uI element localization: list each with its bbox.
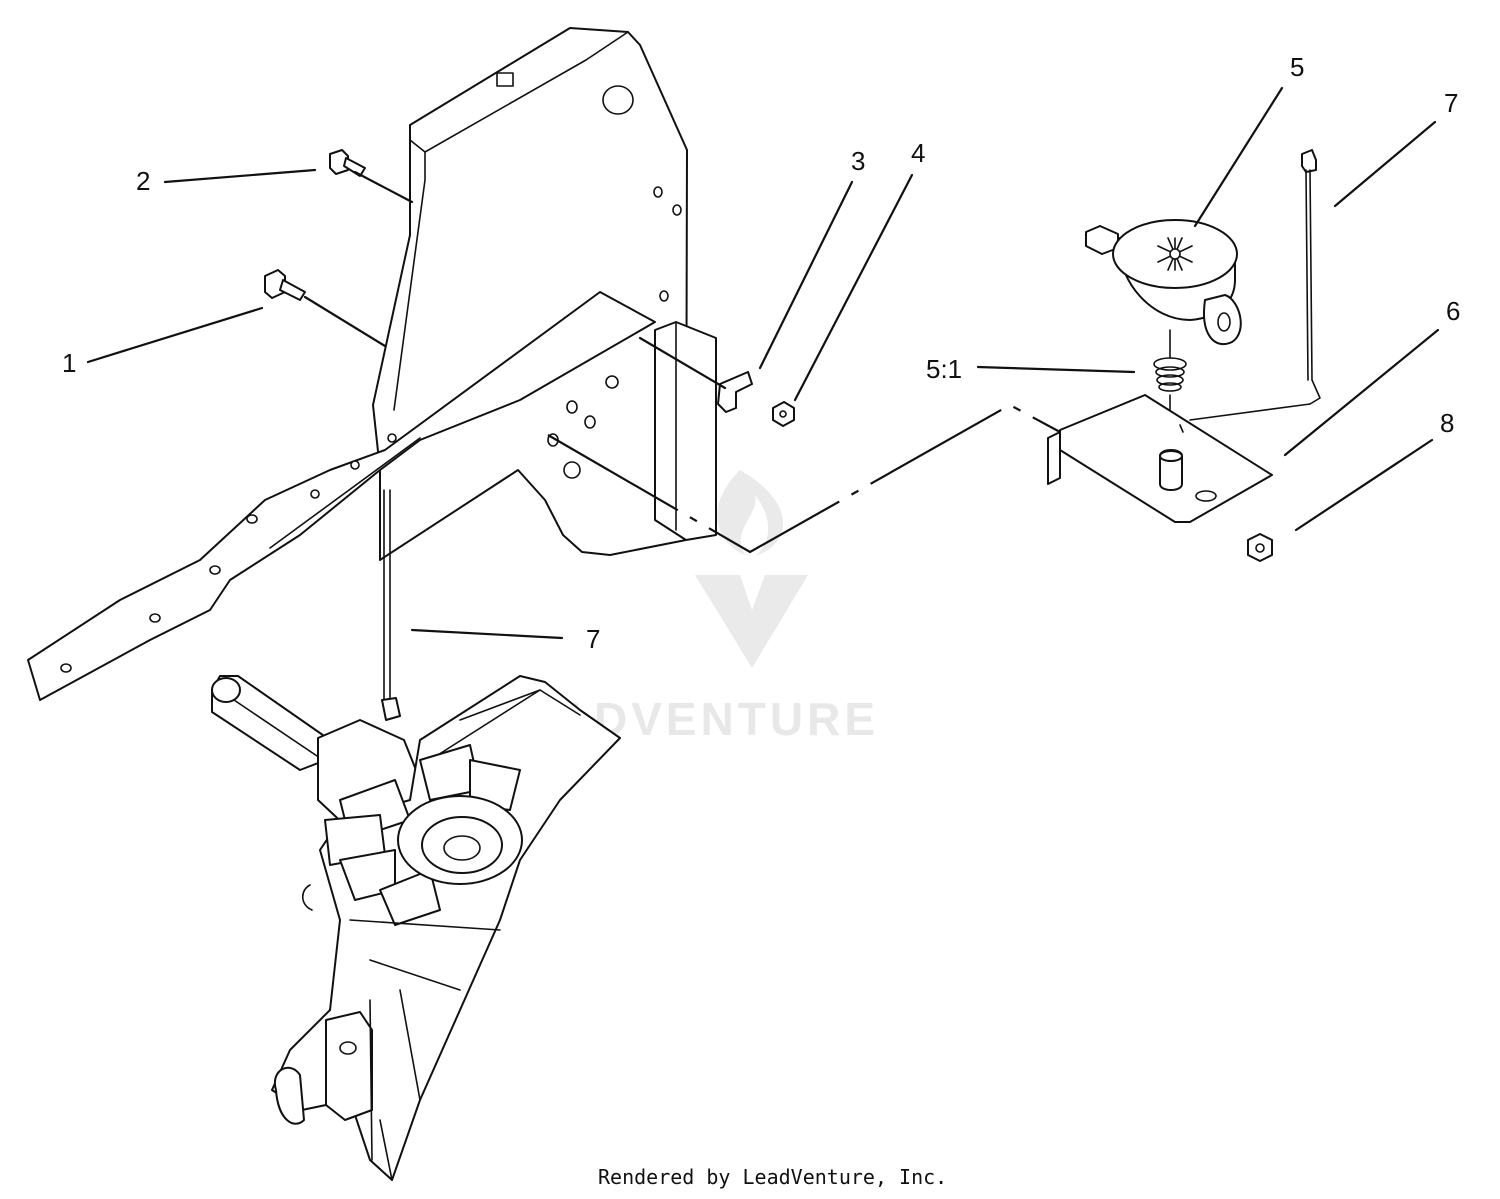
nut-4 [772, 401, 795, 427]
bolt-1 [264, 269, 306, 301]
callout-1: 1 [62, 348, 76, 378]
routing-line [547, 403, 1061, 554]
callout-6: 6 [1446, 296, 1460, 326]
cable-tie-lower [381, 489, 401, 721]
cable-tie-top [1189, 149, 1321, 421]
bolt-2 [329, 149, 366, 177]
switch-bracket [1047, 394, 1273, 523]
render-credit: Rendered by LeadVenture, Inc. [598, 1165, 947, 1189]
callout-5-1: 5:1 [926, 354, 962, 384]
switch-5 [1085, 219, 1242, 345]
leader-lines [86, 86, 1440, 640]
side-plate [372, 27, 717, 561]
strap-bracket [27, 291, 656, 701]
callout-3: 3 [851, 146, 865, 176]
callout-2: 2 [136, 166, 150, 196]
callout-7-bottom: 7 [586, 624, 600, 654]
callout-4: 4 [911, 138, 925, 168]
callout-5: 5 [1290, 52, 1304, 82]
nut-8 [1247, 533, 1273, 562]
transaxle-assembly [211, 675, 621, 1181]
cable-clip [717, 371, 753, 413]
callout-8: 8 [1440, 408, 1454, 438]
callout-7-top: 7 [1444, 88, 1458, 118]
